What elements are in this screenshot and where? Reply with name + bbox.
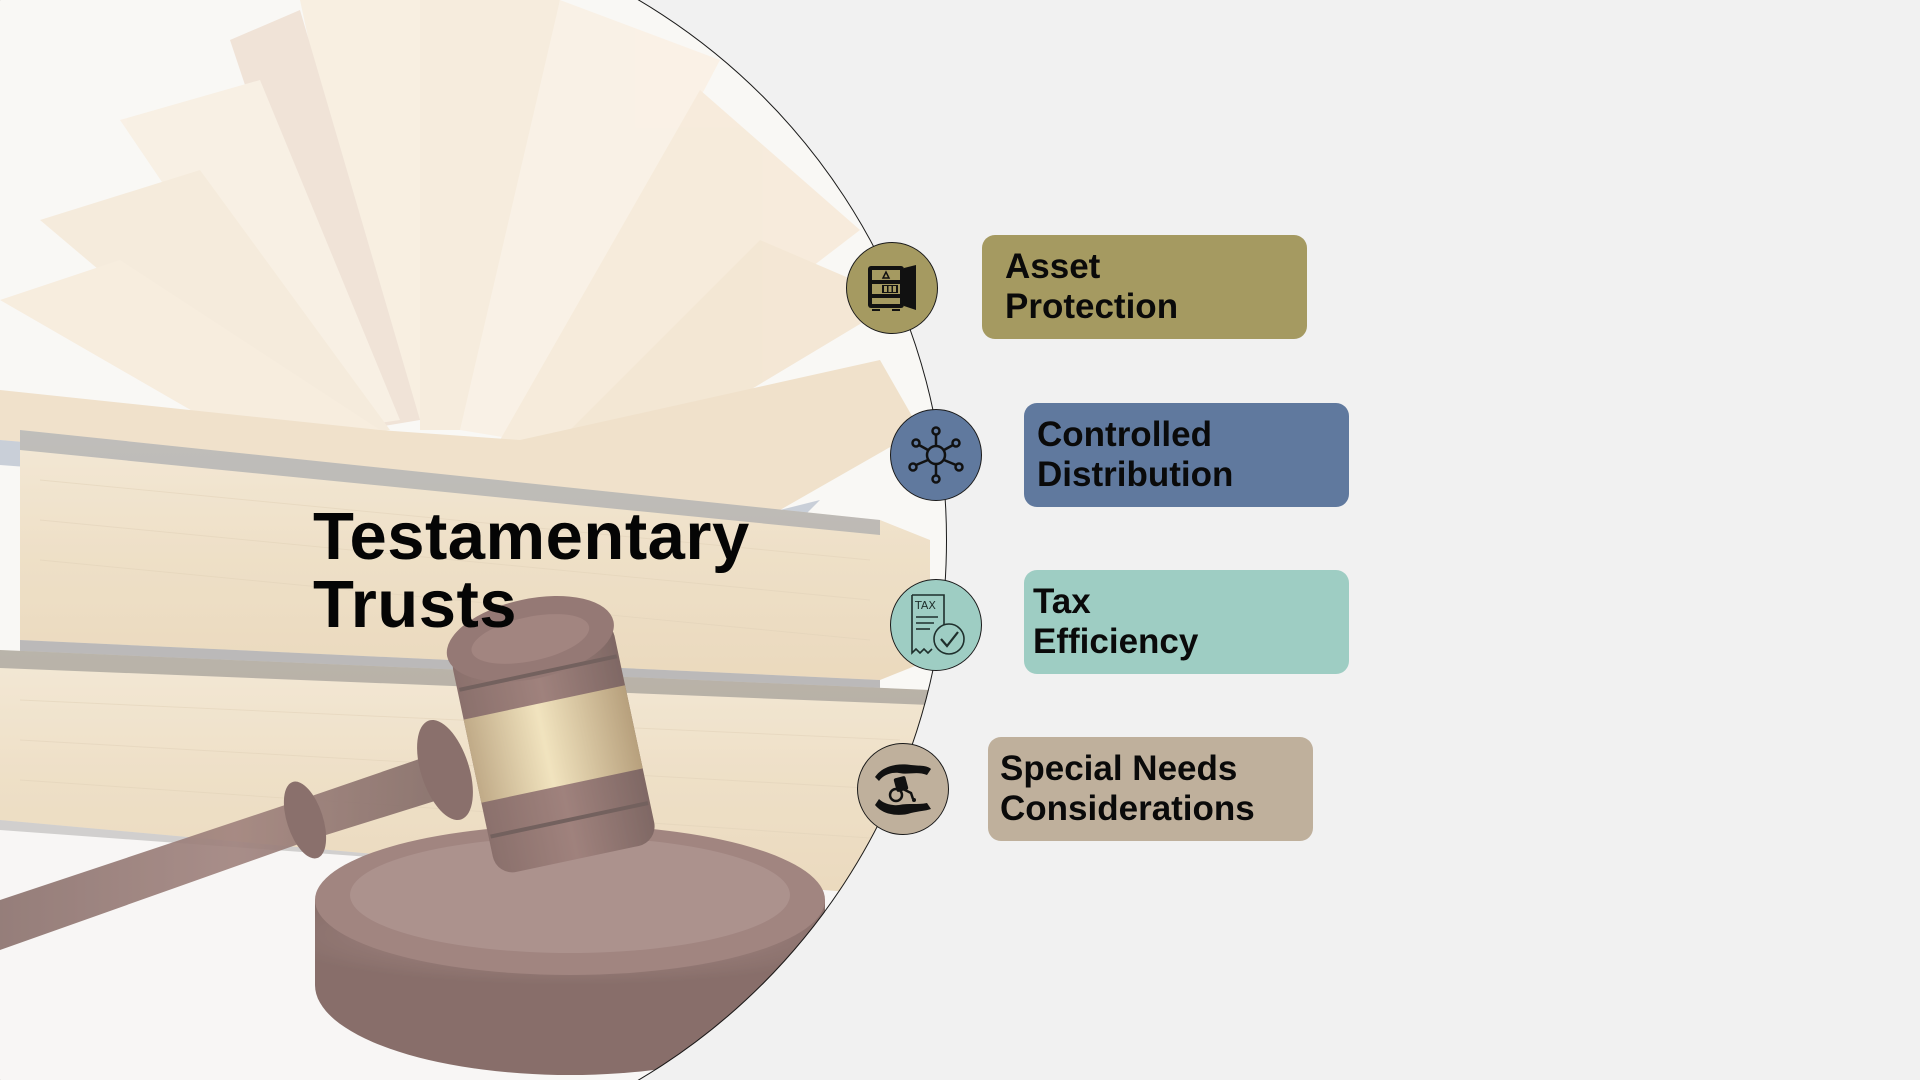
- svg-text:TAX: TAX: [914, 599, 936, 612]
- tax-document-check-icon: TAX: [890, 579, 982, 671]
- network-hub-icon: [890, 409, 982, 501]
- hero-photo: [0, 0, 947, 1080]
- card-tax-efficiency: Tax Efficiency: [1024, 570, 1349, 674]
- card-controlled-distribution: Controlled Distribution: [1024, 403, 1349, 507]
- card-label-line-1: Asset: [1005, 247, 1101, 286]
- card-label-line-2: Efficiency: [1033, 622, 1199, 661]
- card-label-line-1: Special Needs: [1000, 749, 1238, 788]
- books-and-gavel-illustration: [0, 0, 947, 1080]
- slide-title: Testamentary Trusts: [313, 503, 750, 639]
- card-label-line-1: Tax: [1033, 582, 1091, 621]
- safe-icon: [846, 242, 938, 334]
- hands-wheelchair-icon: [857, 743, 949, 835]
- card-label-line-2: Distribution: [1037, 455, 1234, 494]
- title-line-1: Testamentary: [313, 499, 750, 574]
- card-asset-protection: Asset Protection: [982, 235, 1307, 339]
- card-special-needs-considerations: Special Needs Considerations: [988, 737, 1313, 841]
- card-label-line-1: Controlled: [1037, 415, 1212, 454]
- card-label-line-2: Considerations: [1000, 789, 1255, 828]
- title-line-2: Trusts: [313, 567, 518, 642]
- card-label-line-2: Protection: [1005, 287, 1179, 326]
